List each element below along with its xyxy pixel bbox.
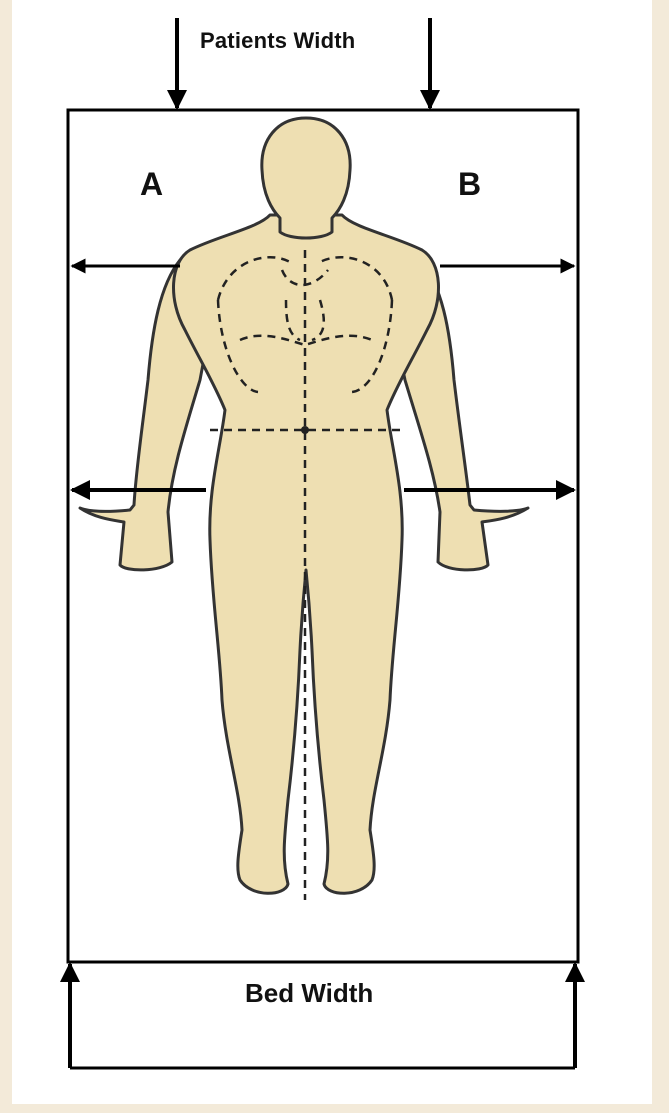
patients-width-label: Patients Width xyxy=(200,30,355,52)
region-a-label: A xyxy=(140,168,163,200)
torso-and-legs xyxy=(174,215,439,893)
region-b-label: B xyxy=(458,168,481,200)
navel-marker xyxy=(301,426,309,434)
bed-width-label: Bed Width xyxy=(245,980,373,1006)
